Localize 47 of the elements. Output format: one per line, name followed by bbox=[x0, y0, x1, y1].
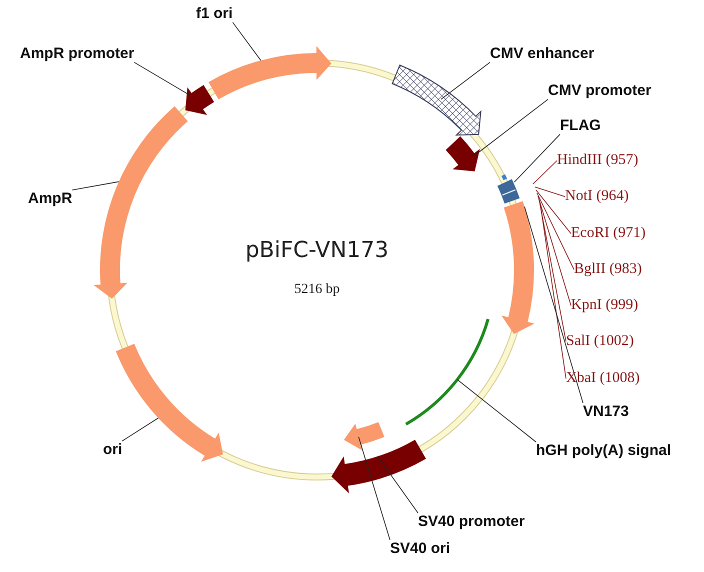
gene-segment bbox=[94, 106, 188, 299]
gene-segment bbox=[502, 201, 534, 334]
leader-line bbox=[122, 418, 159, 442]
leader-line bbox=[524, 206, 584, 404]
leader-line bbox=[456, 379, 536, 442]
leader-line bbox=[534, 186, 566, 197]
restriction-site-label: BglII (983) bbox=[574, 261, 642, 278]
leader-line bbox=[540, 202, 566, 379]
leader-line bbox=[536, 190, 572, 234]
leader-line bbox=[134, 62, 190, 96]
promoter-segment bbox=[331, 440, 426, 494]
restriction-site-label: NotI (964) bbox=[565, 188, 629, 206]
leader-line bbox=[440, 62, 490, 100]
feature-label: FLAG bbox=[560, 117, 601, 134]
plasmid-size: 5216 bp bbox=[293, 282, 341, 298]
feature-label: CMV enhancer bbox=[490, 45, 594, 62]
leader-line bbox=[358, 436, 390, 540]
leader-line bbox=[536, 192, 574, 270]
leader-line bbox=[72, 181, 120, 190]
promoter-segment bbox=[185, 85, 214, 115]
plasmid-name: pBiFC-VN173 bbox=[244, 238, 390, 263]
feature-label: CMV promoter bbox=[548, 82, 652, 100]
origin-segment bbox=[208, 46, 332, 100]
enhancer-segment bbox=[392, 64, 482, 136]
leader-line bbox=[532, 160, 558, 184]
leader-line bbox=[232, 22, 262, 61]
feature-label: f1 ori bbox=[196, 5, 233, 22]
signal-arc bbox=[405, 318, 490, 426]
feature-label: AmpR bbox=[28, 190, 72, 208]
feature-label: SV40 ori bbox=[390, 540, 450, 558]
leader-line bbox=[538, 198, 566, 342]
feature-label: ori bbox=[103, 441, 122, 458]
origin-segment bbox=[344, 422, 384, 450]
leader-line bbox=[538, 196, 572, 306]
promoter-segment bbox=[446, 136, 480, 172]
restriction-site-label: EcoRI (971) bbox=[571, 225, 646, 242]
feature-label: hGH poly(A) signal bbox=[536, 442, 671, 460]
feature-label: AmpR promoter bbox=[20, 45, 134, 62]
leader-line bbox=[514, 134, 560, 182]
restriction-site-label: HindIII (957) bbox=[557, 152, 638, 170]
feature-label: SV40 promoter bbox=[418, 513, 525, 530]
restriction-site-label: KpnI (999) bbox=[571, 297, 638, 314]
tag-segment bbox=[497, 174, 520, 204]
restriction-site-label: SalI (1002) bbox=[566, 333, 634, 350]
feature-label: VN173 bbox=[583, 403, 629, 420]
leader-line bbox=[474, 98, 548, 156]
leader-line bbox=[377, 456, 418, 514]
